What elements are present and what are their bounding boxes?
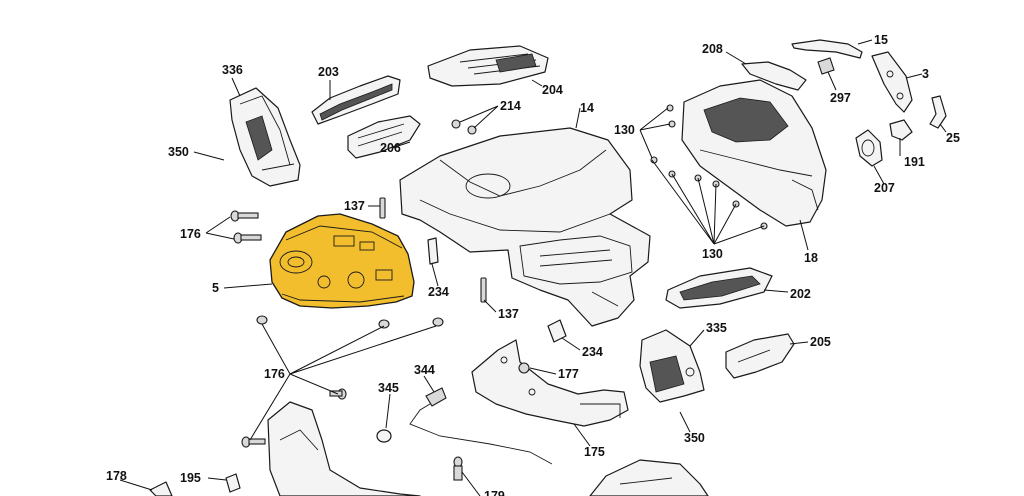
- lower-chassis-left[interactable]: [267, 401, 421, 496]
- part-176-screws[interactable]: [230, 210, 444, 448]
- part-3-side-bracket[interactable]: [871, 51, 913, 113]
- part-137-rod-lower[interactable]: [480, 277, 487, 303]
- callout-178: 178: [106, 469, 127, 483]
- callout-14: 14: [580, 101, 594, 115]
- callout-214: 214: [500, 99, 521, 113]
- callout-130-lower: 130: [702, 247, 723, 261]
- callout-202: 202: [790, 287, 811, 301]
- part-5-dash-panel-highlighted[interactable]: [269, 213, 415, 309]
- callout-350-lower: 350: [684, 431, 705, 445]
- callout-205: 205: [810, 335, 831, 349]
- part-203-dash-trim[interactable]: [311, 75, 401, 125]
- callout-208: 208: [702, 42, 723, 56]
- callout-137-lower: 137: [498, 307, 519, 321]
- callout-176-upper: 176: [180, 227, 201, 241]
- callout-18: 18: [804, 251, 818, 265]
- callout-336: 336: [222, 63, 243, 77]
- part-297-clip[interactable]: [817, 57, 835, 75]
- callout-234-lower: 234: [582, 345, 603, 359]
- part-179-fastener[interactable]: [453, 456, 463, 481]
- callout-350-upper: 350: [168, 145, 189, 159]
- callout-130-upper: 130: [614, 123, 635, 137]
- part-25-hook[interactable]: [929, 95, 947, 129]
- part-206-bezel[interactable]: [347, 115, 421, 159]
- part-207-plug[interactable]: [855, 129, 883, 167]
- part-18-grille-housing[interactable]: [681, 79, 827, 227]
- callout-203: 203: [318, 65, 339, 79]
- part-208-bracket[interactable]: [741, 61, 807, 91]
- callout-25: 25: [946, 131, 960, 145]
- callout-191: 191: [904, 155, 925, 169]
- part-137-rod-upper[interactable]: [379, 197, 386, 219]
- lower-chassis-right[interactable]: [589, 459, 709, 496]
- part-191-clip[interactable]: [889, 119, 913, 141]
- part-178-lower-part[interactable]: [149, 481, 173, 496]
- part-14-hood-body[interactable]: [399, 127, 651, 327]
- callout-204: 204: [542, 83, 563, 97]
- callout-179: 179: [484, 489, 505, 496]
- part-234-block-upper[interactable]: [427, 237, 439, 265]
- callout-175: 175: [584, 445, 605, 459]
- leader-lines: [119, 39, 947, 496]
- part-336-side-panel[interactable]: [229, 87, 301, 187]
- callout-195: 195: [180, 471, 201, 485]
- callout-206: 206: [380, 141, 401, 155]
- part-205-trim[interactable]: [725, 333, 795, 379]
- part-344-cable[interactable]: [409, 387, 553, 465]
- part-195-cap[interactable]: [225, 473, 241, 493]
- callout-177: 177: [558, 367, 579, 381]
- part-214-fasteners[interactable]: [451, 119, 477, 135]
- callout-labels: 336 203 204 214 14 206 350 208 15 3 297 …: [106, 33, 960, 496]
- part-15-trim-strip[interactable]: [791, 39, 863, 59]
- callout-176-lower: 176: [264, 367, 285, 381]
- part-175-bracket[interactable]: [471, 339, 629, 427]
- callout-15: 15: [874, 33, 888, 47]
- callout-137-upper: 137: [344, 199, 365, 213]
- callout-297: 297: [830, 91, 851, 105]
- part-345-knob[interactable]: [376, 429, 392, 443]
- callout-344: 344: [414, 363, 435, 377]
- callout-5: 5: [212, 281, 219, 295]
- part-335-side-panel[interactable]: [639, 329, 705, 403]
- callout-207: 207: [874, 181, 895, 195]
- part-202-grille-insert[interactable]: [665, 267, 773, 309]
- part-177-knob[interactable]: [518, 362, 530, 374]
- callout-345: 345: [378, 381, 399, 395]
- part-234-block-lower[interactable]: [547, 319, 567, 343]
- callout-335: 335: [706, 321, 727, 335]
- part-204-top-vent[interactable]: [427, 45, 549, 87]
- callout-234-upper: 234: [428, 285, 449, 299]
- callout-3: 3: [922, 67, 929, 81]
